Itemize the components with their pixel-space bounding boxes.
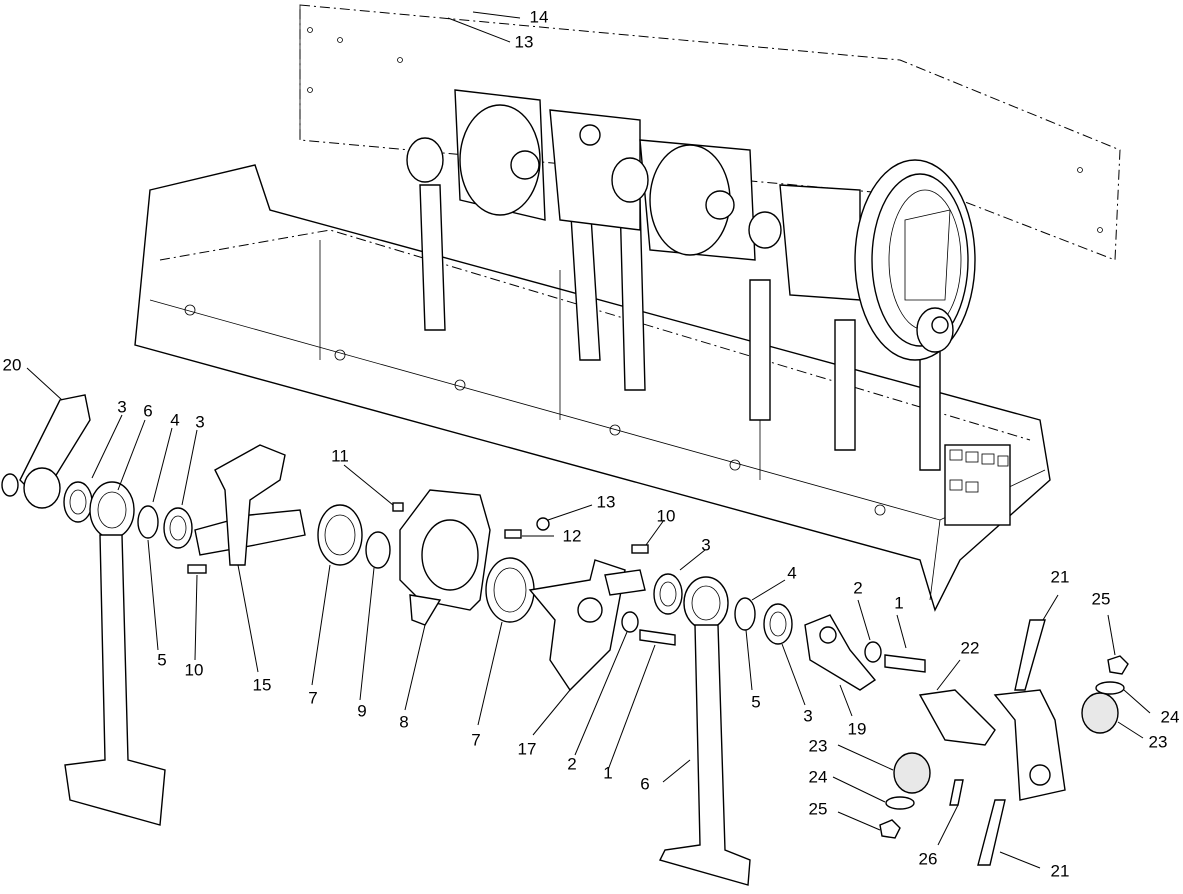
callout-6-b: 6 [640,774,649,793]
bolt-12 [504,529,522,539]
shaft-15 [194,444,306,566]
callout-21-bottom: 21 [1051,861,1070,880]
callout-25-left: 25 [809,799,828,818]
callout-6-a: 6 [143,401,152,420]
rod-end-20 [19,394,91,509]
washer-13b [536,517,550,531]
callout-17: 17 [518,739,537,758]
callout-3-b: 3 [195,412,204,431]
callout-12: 12 [563,526,582,545]
washer-2a [621,611,639,633]
bearing-7b [485,557,535,623]
frame-connecting-rods [419,184,941,471]
bearing-3d [763,603,793,645]
callout-7-a: 7 [308,688,317,707]
washer-2b [864,641,882,663]
bolt-21-bottom [977,799,1006,866]
bolt-26 [949,779,964,806]
callout-5-a: 5 [157,650,166,669]
callout-15: 15 [253,675,272,694]
callout-labels: 14 13 20 3 6 4 3 11 13 12 10 3 4 2 1 21 … [3,7,1180,880]
washer-left [1,473,19,497]
bearing-3a [63,481,93,523]
callout-4-b: 4 [787,563,796,582]
mount-bracket-right [993,689,1066,801]
callout-13-mid: 13 [597,492,616,511]
rear-frame-panel [299,4,1121,261]
leader-lines [26,11,1151,869]
callout-3-d: 3 [803,706,812,725]
callout-8: 8 [399,712,408,731]
callout-22: 22 [961,638,980,657]
callout-1-left: 1 [603,763,612,782]
spacer-9 [365,531,391,569]
callout-5-b: 5 [751,692,760,711]
bearing-3b [163,507,193,549]
callout-3-a: 3 [117,397,126,416]
mount-plate-22 [918,689,996,746]
main-housing-frame [134,164,1051,612]
pin-10b [604,544,649,596]
callout-1-right: 1 [894,593,903,612]
flywheel-pulley [854,159,976,361]
bearing-housing-8 [399,489,491,626]
washer-24-left [885,796,915,810]
frame-crank-assemblies [406,89,861,301]
callout-2-left: 2 [567,754,576,773]
callout-2-right: 2 [853,578,862,597]
callout-14: 14 [530,7,549,26]
bearing-7a [317,504,363,566]
nut-25-right [1107,655,1129,675]
snap-ring-4a [137,505,159,539]
callout-23-left: 23 [809,736,828,755]
callout-19: 19 [848,719,867,738]
snap-ring-4b [734,597,756,631]
callout-25-right: 25 [1092,589,1111,608]
key-11 [392,502,404,512]
isolator-23-right [1081,692,1119,734]
washer-24-right [1095,681,1125,695]
connecting-rod-6-left [64,481,166,826]
bolt-1b [884,654,926,673]
bearing-3c [653,573,683,615]
bracket-19 [804,614,877,691]
callout-10-left: 10 [185,660,204,679]
bolt-1a [639,629,676,646]
callout-11: 11 [331,446,349,465]
callout-20: 20 [3,355,22,374]
callout-24-right: 24 [1161,707,1180,726]
callout-23-right: 23 [1149,732,1168,751]
callout-9: 9 [357,701,366,720]
callout-7-b: 7 [471,730,480,749]
callout-13-top: 13 [515,32,534,51]
crank-17 [528,559,626,692]
connecting-rod-6-right [658,576,751,886]
callout-26: 26 [919,849,938,868]
callout-10-right: 10 [657,506,676,525]
isolator-23-left [893,752,931,794]
nut-25-left [879,819,901,839]
callout-3-c: 3 [701,535,710,554]
callout-4-a: 4 [170,410,179,429]
callout-21-top: 21 [1051,567,1070,586]
pin-10a [187,564,207,574]
bolt-21-top [1014,619,1046,691]
callout-24-left: 24 [809,767,828,786]
